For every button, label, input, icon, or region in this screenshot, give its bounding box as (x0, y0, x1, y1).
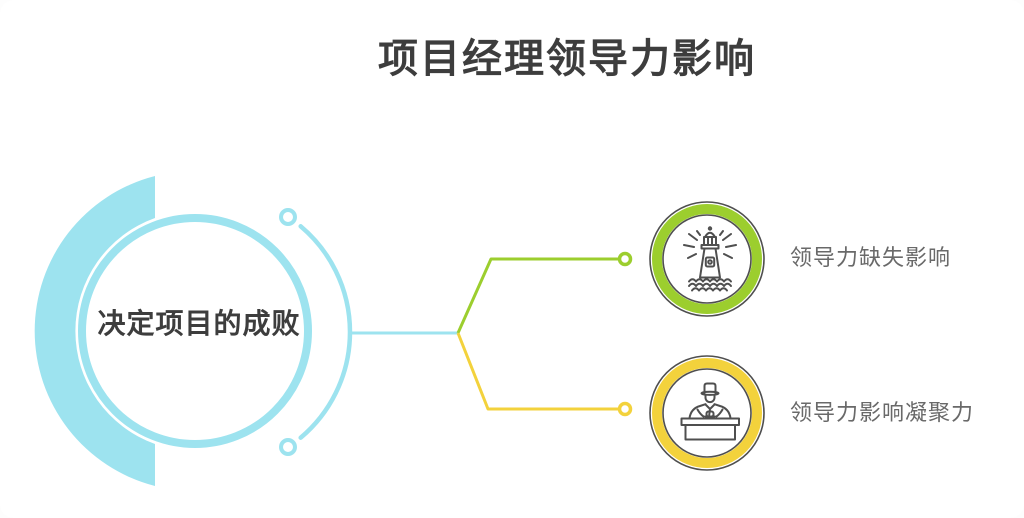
branch-label-bottom: 领导力影响凝聚力 (790, 400, 975, 425)
branch-node-top (649, 201, 765, 317)
decorative-arc (298, 224, 353, 440)
branch-node-top-color-ring (652, 204, 762, 314)
page-title: 项目经理领导力影响 (378, 37, 756, 81)
branch-line-top (456, 257, 619, 334)
main-topic-crescent (34, 176, 156, 486)
branch-label-top: 领导力缺失影响 (790, 245, 952, 270)
main-topic-circle (78, 214, 312, 448)
branch-line-top-ring (617, 251, 633, 267)
main-topic-label: 决定项目的成败 (97, 308, 301, 339)
branch-node-top-inner-circle (662, 214, 752, 304)
branch-line-bottom (456, 332, 619, 411)
branch-line-bottom-ring (617, 401, 633, 417)
lighthouse-icon (683, 226, 737, 292)
decorative-arc-ring-top (279, 208, 297, 226)
branch-node-bottom (649, 355, 765, 471)
branch-node-bottom-color-ring (652, 358, 762, 468)
decorative-arc-ring-bottom (279, 438, 297, 456)
lecturer-at-desk-icon (680, 382, 740, 441)
